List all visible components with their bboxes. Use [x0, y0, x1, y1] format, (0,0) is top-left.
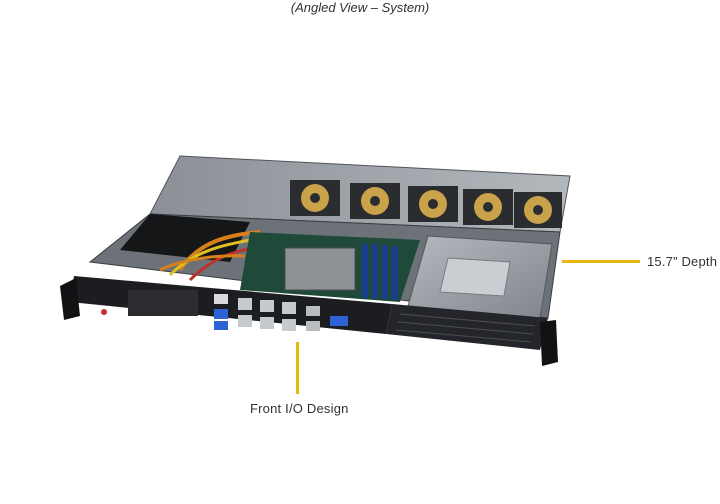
fan-1	[290, 180, 340, 216]
rack-ear-left	[60, 278, 80, 320]
power-supply	[120, 214, 250, 262]
front-io-label: Front I/O Design	[250, 401, 349, 416]
front-io-callout-line	[296, 342, 299, 394]
status-led	[101, 309, 107, 315]
front-io-ports	[214, 294, 348, 331]
tray-recess	[439, 257, 511, 297]
fan-5	[514, 192, 562, 228]
front-grille	[128, 290, 198, 316]
depth-label: 15.7” Depth	[647, 254, 718, 269]
cpu-heatsink	[284, 247, 356, 291]
front-vent-panel	[386, 304, 548, 350]
rack-ear-right	[540, 320, 558, 366]
fan-3	[408, 186, 458, 222]
memory-slots	[362, 244, 398, 300]
figure-caption: (Angled View – System)	[290, 0, 430, 15]
fan-row	[290, 180, 562, 228]
fan-4	[463, 189, 513, 225]
depth-callout-line	[562, 260, 640, 263]
fan-2	[350, 183, 400, 219]
